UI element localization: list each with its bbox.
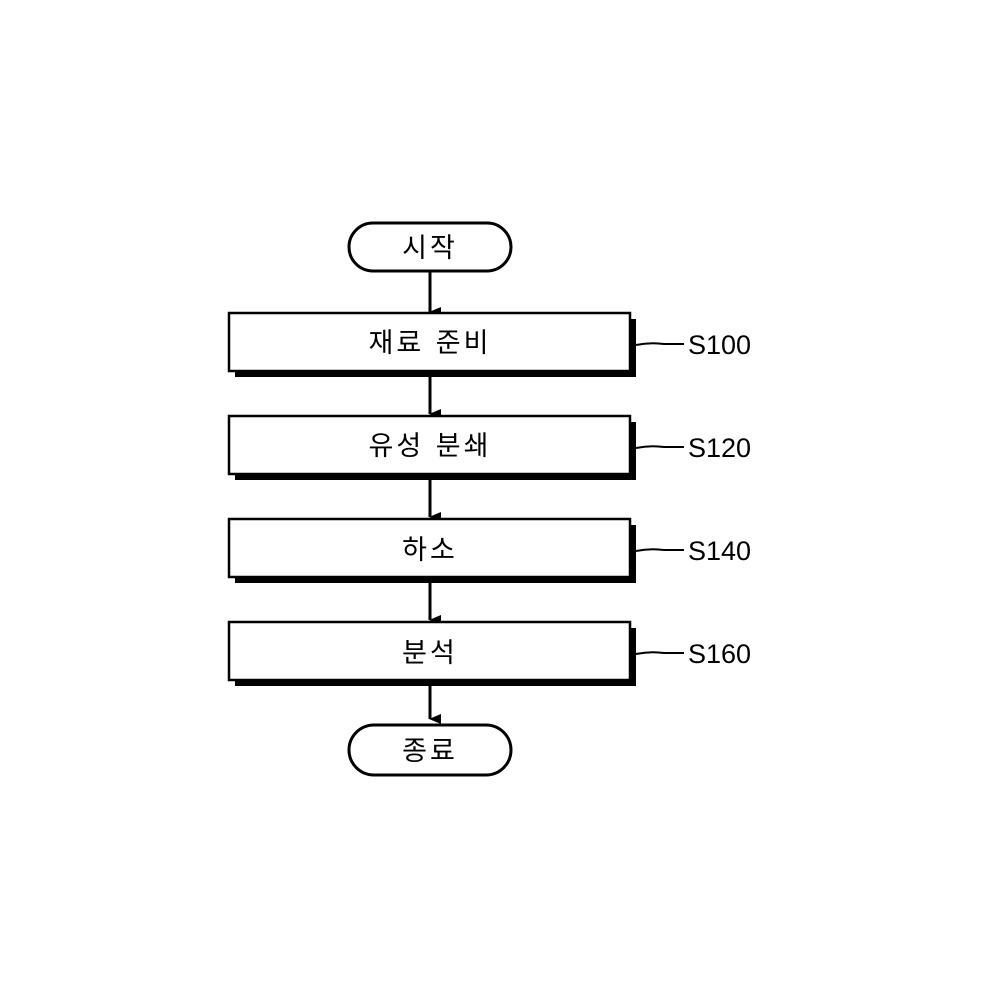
end-node: 종료 — [349, 725, 511, 775]
step-label-s100: 재료 준비 — [369, 328, 492, 359]
step-code-s160: S160 — [688, 639, 751, 669]
leader-line-s160 — [636, 652, 684, 654]
step-label-s120: 유성 분쇄 — [369, 431, 492, 462]
step-label-s140: 하소 — [402, 535, 458, 566]
end-node-label: 종료 — [402, 736, 458, 767]
step-box-s160: 분석 — [229, 622, 636, 686]
step-box-s100: 재료 준비 — [229, 313, 636, 377]
step-code-s140: S140 — [688, 536, 751, 566]
leader-line-s140 — [636, 549, 684, 551]
leader-line-s120 — [636, 446, 684, 448]
step-code-s120: S120 — [688, 433, 751, 463]
leader-line-s100 — [636, 343, 684, 345]
step-box-s140: 하소 — [229, 519, 636, 583]
start-node: 시작 — [349, 223, 511, 271]
step-label-s160: 분석 — [402, 638, 458, 669]
step-code-s100: S100 — [688, 330, 751, 360]
start-node-label: 시작 — [402, 233, 458, 264]
step-box-s120: 유성 분쇄 — [229, 416, 636, 480]
